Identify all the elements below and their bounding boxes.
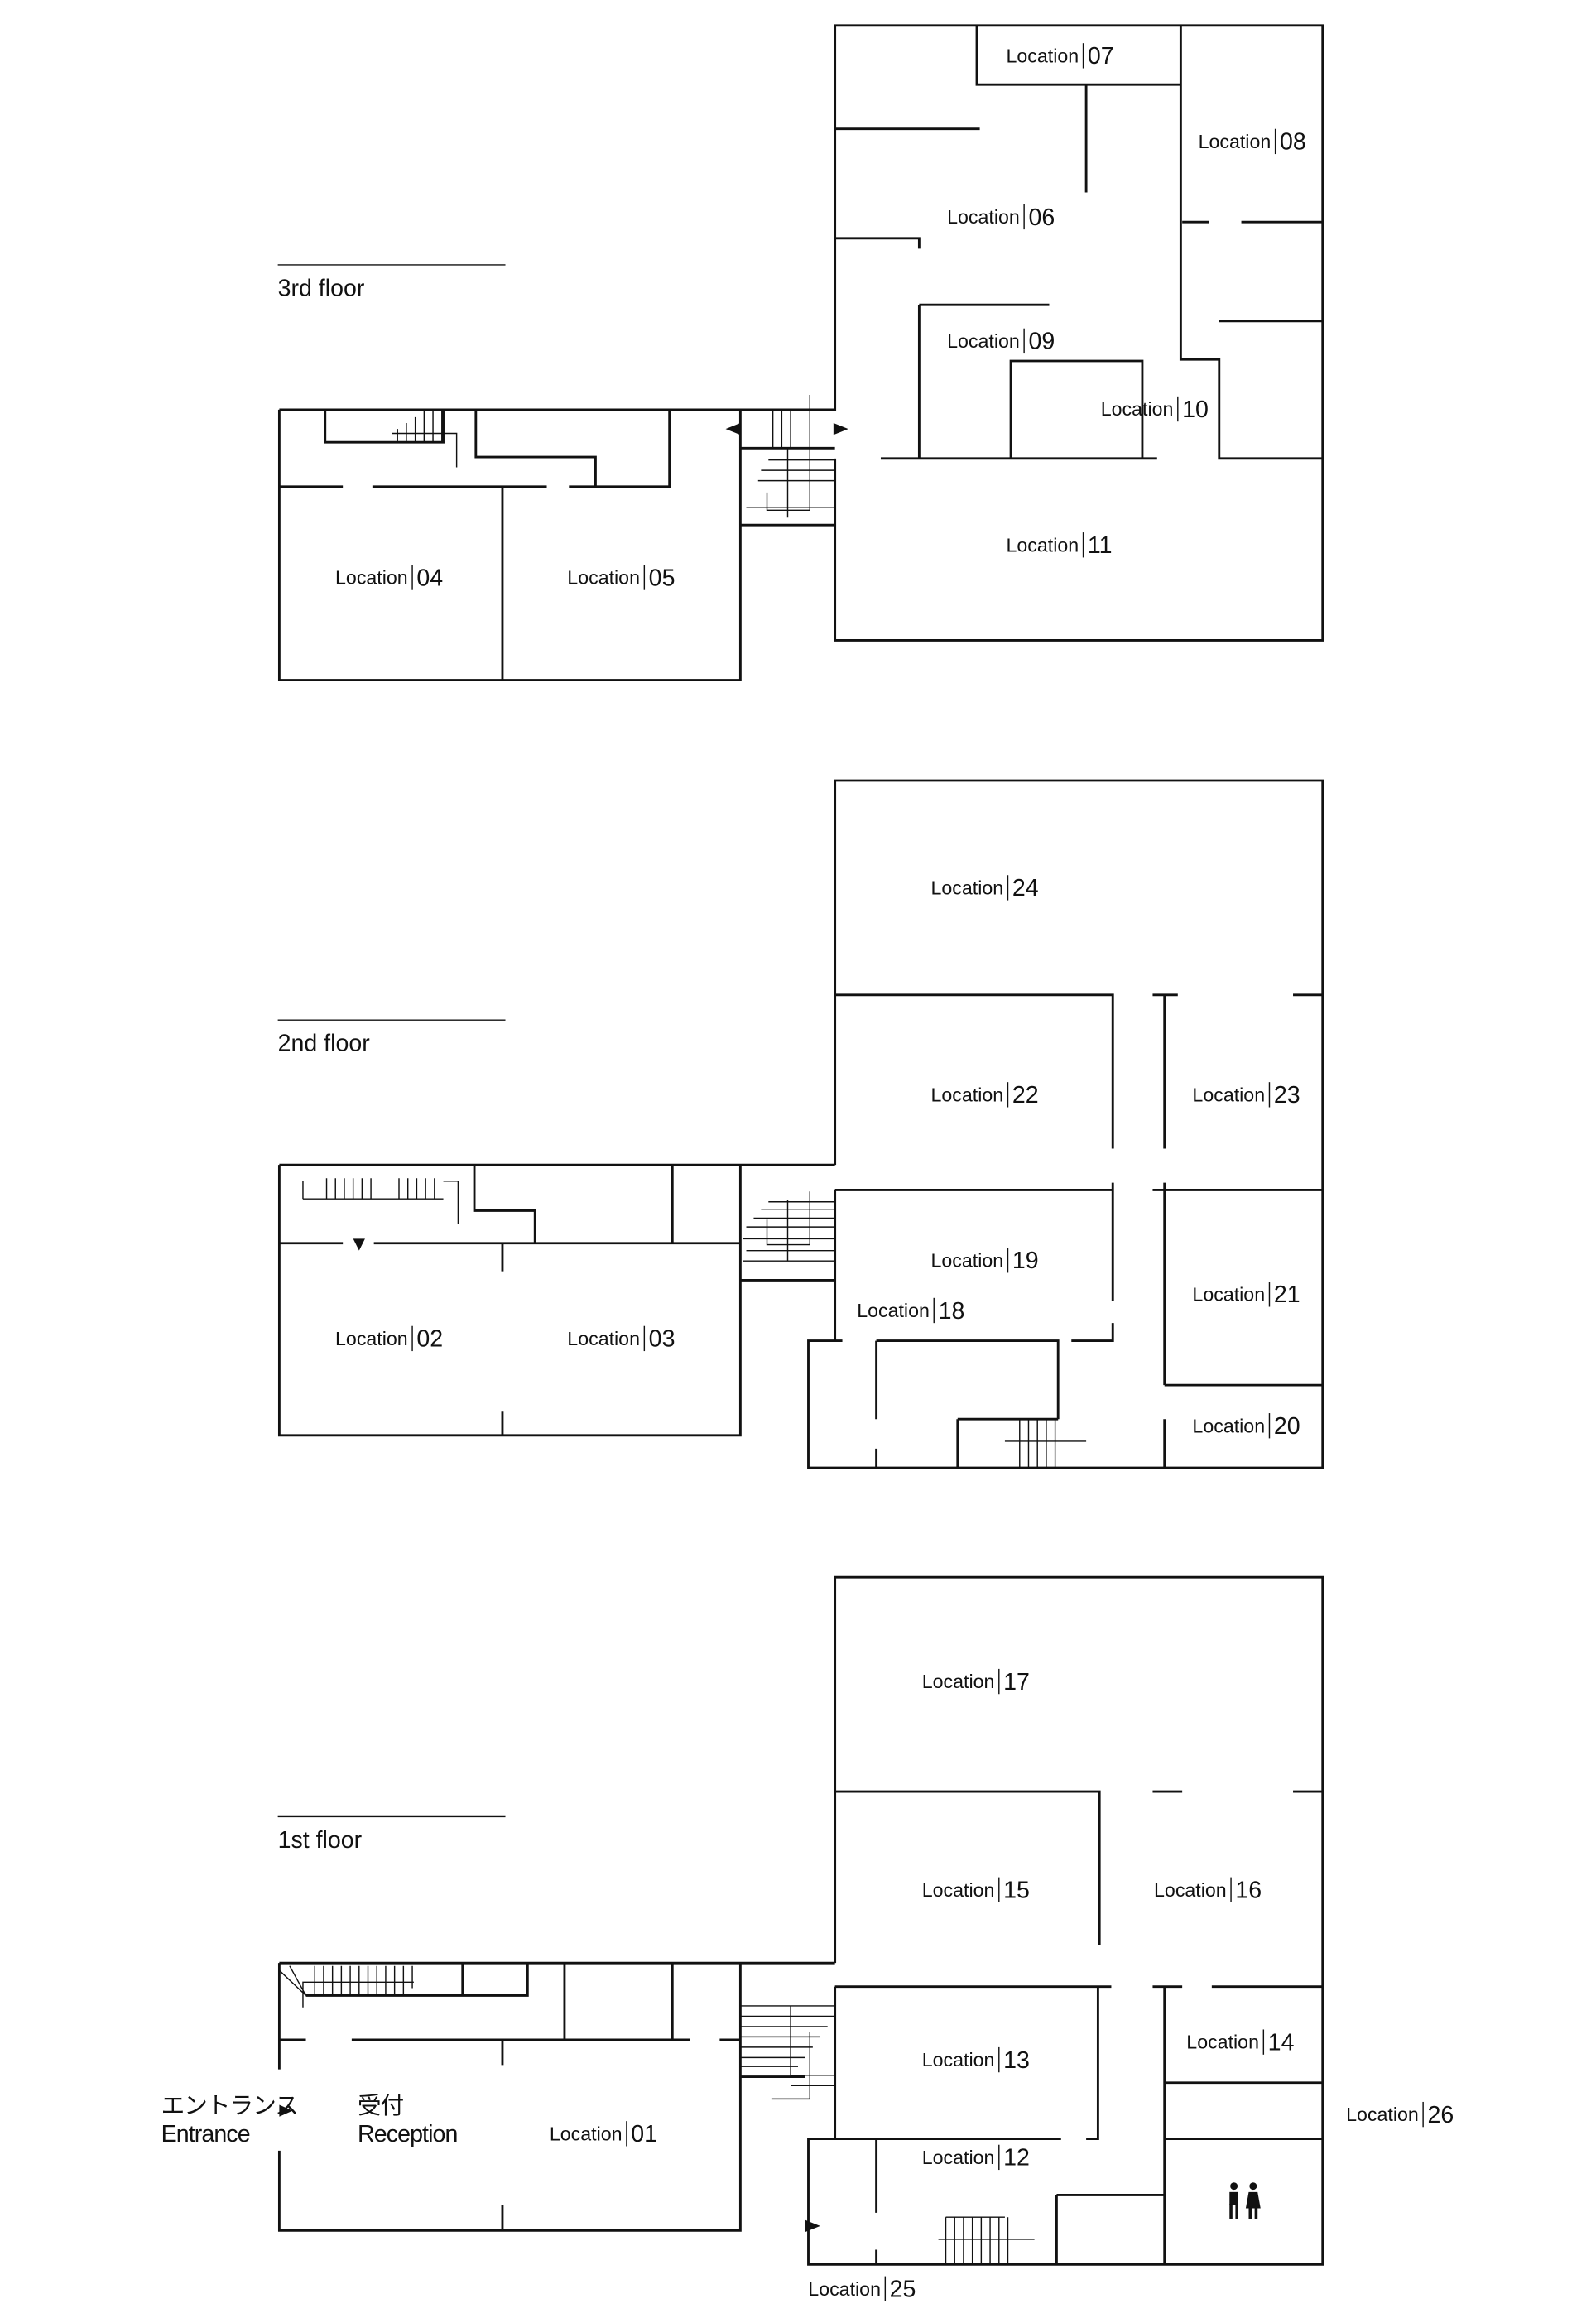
location-number: 15 (1003, 1878, 1030, 1904)
location-number: 08 (1280, 129, 1306, 156)
location-word: Location (857, 1300, 930, 1321)
location-label-02: Location 02 (335, 1326, 443, 1353)
location-word: Location (1186, 2032, 1259, 2053)
location-label-08: Location 08 (1199, 129, 1306, 156)
location-number: 09 (1028, 329, 1055, 355)
location-label-11: Location 11 (1007, 532, 1113, 559)
location-label-01: Location 01 (550, 2121, 657, 2147)
arrow-right-icon (805, 2219, 820, 2233)
arrow-left-icon (725, 422, 741, 435)
location-label-20: Location 20 (1192, 1413, 1300, 1440)
floor-title-2nd: 2nd floor (278, 1031, 371, 1057)
location-number: 03 (649, 1326, 675, 1353)
stairs-1st-floor (278, 1965, 1035, 2265)
location-word: Location (930, 1084, 1003, 1105)
location-word: Location (922, 2049, 995, 2070)
walls-1st-floor (277, 1575, 1324, 2266)
location-number: 07 (1088, 43, 1114, 70)
location-number: 19 (1012, 1248, 1039, 1274)
entrance-label-en: Entrance (161, 2121, 250, 2147)
location-word: Location (1007, 534, 1079, 555)
location-label-24: Location 24 (930, 875, 1038, 902)
location-label-07: Location 07 (1007, 43, 1114, 70)
location-word: Location (1346, 2104, 1419, 2125)
location-word: Location (1192, 1084, 1265, 1105)
location-number: 25 (890, 2277, 916, 2303)
location-label-21: Location 21 (1192, 1282, 1300, 1308)
location-label-17: Location 17 (922, 1669, 1030, 1695)
location-word: Location (335, 1328, 408, 1349)
reception-label-jp: 受付 (358, 2093, 404, 2119)
location-label-06: Location 06 (947, 204, 1055, 231)
location-label-16: Location 16 (1154, 1878, 1262, 1904)
walls-2nd-floor (277, 779, 1324, 1469)
location-number: 11 (1088, 532, 1113, 559)
location-label-05: Location 05 (567, 565, 675, 591)
location-number: 26 (1427, 2102, 1454, 2128)
location-number: 06 (1028, 204, 1055, 231)
location-word: Location (922, 1879, 995, 1901)
location-number: 23 (1274, 1082, 1300, 1109)
location-word: Location (1154, 1879, 1227, 1901)
location-number: 05 (649, 565, 675, 591)
location-number: 10 (1182, 397, 1209, 423)
location-number: 21 (1274, 1282, 1300, 1308)
stairs-3rd-floor (392, 395, 835, 518)
location-label-13: Location 13 (922, 2047, 1030, 2074)
location-word: Location (1007, 45, 1079, 66)
location-label-23: Location 23 (1192, 1082, 1300, 1109)
location-number: 02 (416, 1326, 443, 1353)
location-label-12: Location 12 (922, 2145, 1030, 2171)
arrow-right-icon (833, 422, 848, 435)
location-number: 01 (631, 2121, 657, 2147)
location-word: Location (947, 330, 1020, 352)
location-number: 16 (1235, 1878, 1262, 1904)
location-number: 18 (939, 1298, 965, 1325)
location-label-09: Location 09 (947, 329, 1055, 355)
stairs-2nd-floor (302, 1178, 1087, 1469)
entrance-arrow-icon (279, 2104, 293, 2117)
location-label-10: Location 10 (1101, 397, 1209, 423)
location-label-15: Location 15 (922, 1878, 1030, 1904)
floor-title-3rd: 3rd floor (278, 275, 365, 301)
reception-label-en: Reception (358, 2121, 458, 2147)
location-label-19: Location 19 (930, 1248, 1038, 1274)
location-number: 24 (1012, 875, 1039, 902)
location-word: Location (1192, 1415, 1265, 1436)
walls-3rd-floor (277, 24, 1324, 682)
location-label-25: Location 25 (808, 2277, 916, 2303)
location-number: 13 (1003, 2047, 1030, 2074)
location-word: Location (335, 567, 408, 589)
location-number: 12 (1003, 2145, 1030, 2171)
location-word: Location (922, 1671, 995, 1692)
location-word: Location (1101, 398, 1174, 420)
location-word: Location (930, 877, 1003, 898)
arrow-down-icon (353, 1238, 365, 1251)
location-word: Location (1192, 1283, 1265, 1305)
floor-title-1st: 1st floor (278, 1827, 363, 1854)
location-word: Location (930, 1249, 1003, 1271)
location-label-26: Location 26 (1346, 2102, 1454, 2128)
location-number: 17 (1003, 1669, 1030, 1695)
location-word: Location (567, 1328, 640, 1349)
location-word: Location (567, 567, 640, 589)
location-word: Location (947, 206, 1020, 228)
location-label-04: Location 04 (335, 565, 443, 591)
location-number: 04 (416, 565, 443, 591)
location-label-22: Location 22 (930, 1082, 1038, 1109)
location-label-03: Location 03 (567, 1326, 675, 1353)
location-label-18: Location 18 (857, 1298, 964, 1325)
location-word: Location (550, 2123, 623, 2144)
location-number: 20 (1274, 1413, 1300, 1440)
location-word: Location (808, 2278, 881, 2300)
restroom-icon (1229, 2182, 1261, 2219)
location-label-14: Location 14 (1186, 2029, 1294, 2056)
location-number: 14 (1268, 2029, 1295, 2056)
location-word: Location (922, 2147, 995, 2168)
location-word: Location (1199, 131, 1272, 152)
location-number: 22 (1012, 1082, 1039, 1109)
entrance-label-jp: エントランス (161, 2093, 298, 2119)
